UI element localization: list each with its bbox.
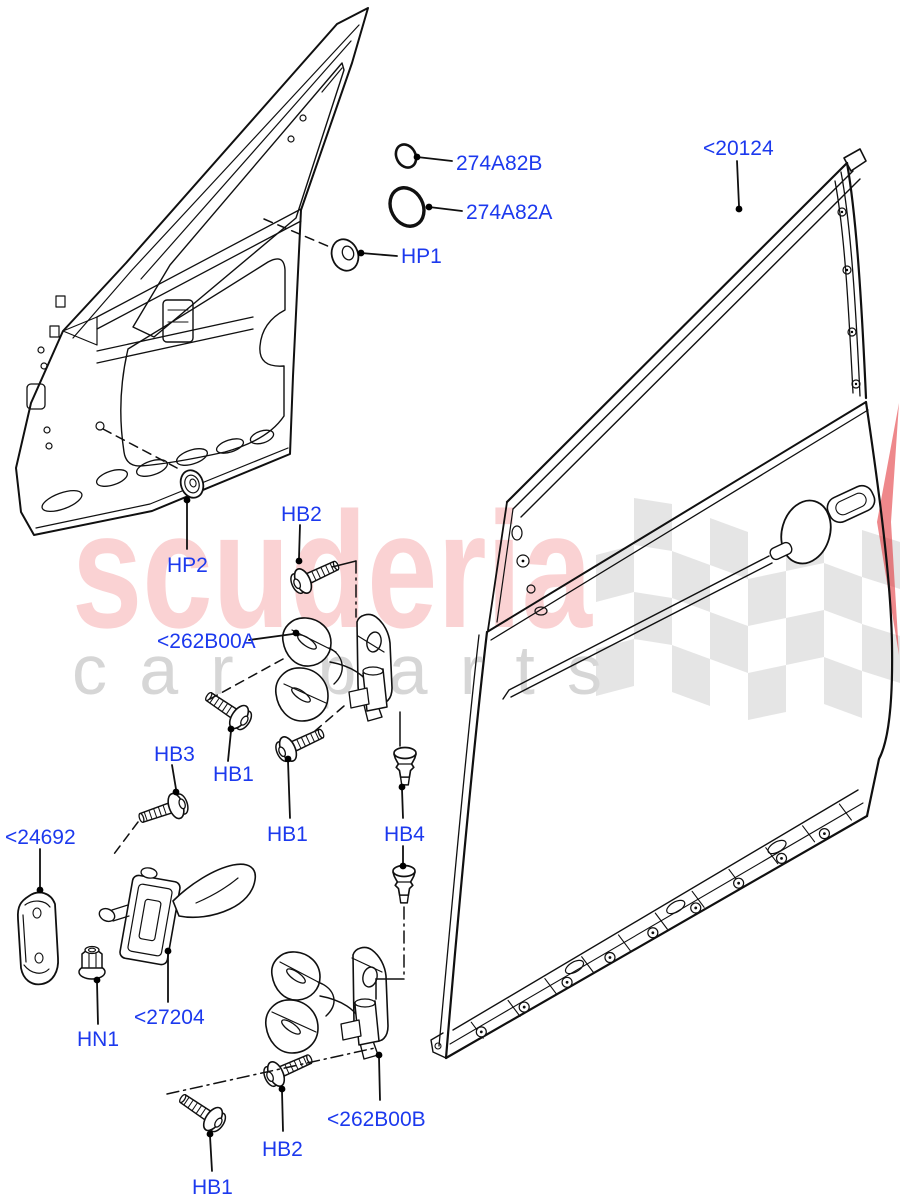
lower-hinge — [265, 946, 389, 1060]
label-hb1-lower[interactable]: HB1 — [192, 1176, 233, 1199]
label-hp2[interactable]: HP2 — [167, 554, 208, 577]
door-handle-grip — [826, 484, 876, 524]
label-hb4[interactable]: HB4 — [384, 823, 425, 846]
flag-red-streak — [877, 403, 899, 655]
label-20124[interactable]: <20124 — [703, 137, 774, 160]
small-o-ring — [394, 143, 418, 169]
grommet-hp2 — [179, 469, 205, 499]
watermark-subtitle-text: car parts — [72, 631, 602, 709]
labels: 274A82B 274A82A HP1 <20124 HP2 HB2 <262B… — [5, 137, 774, 1199]
label-262b00b[interactable]: <262B00B — [327, 1108, 426, 1131]
checkered-flag — [596, 498, 900, 720]
door-handle-recess — [780, 499, 832, 565]
parts — [16, 143, 426, 1138]
bolt-hb1-lower — [173, 1085, 231, 1138]
large-o-ring — [388, 186, 426, 228]
label-274a82a[interactable]: 274A82A — [466, 201, 552, 224]
sill-detail — [470, 803, 852, 1039]
nut-hn1 — [78, 945, 106, 980]
check-strap-pad — [16, 891, 59, 986]
label-hn1[interactable]: HN1 — [77, 1028, 119, 1051]
label-24692[interactable]: <24692 — [5, 826, 76, 849]
pin-hb4-lower — [392, 864, 416, 904]
pin-hb4-upper — [393, 746, 417, 786]
label-hb2-lower[interactable]: HB2 — [262, 1138, 303, 1161]
label-hb3[interactable]: HB3 — [154, 743, 195, 766]
door-inner-panel — [15, 7, 369, 536]
label-hb1-upper[interactable]: HB1 — [213, 763, 254, 786]
bolt-hb3 — [134, 789, 192, 832]
label-hb1-mid[interactable]: HB1 — [267, 823, 308, 846]
leader-lines — [36, 153, 743, 1172]
door-outer-panel — [430, 148, 894, 1060]
label-274a82b[interactable]: 274A82B — [456, 152, 542, 175]
watermark: scuderia car parts — [72, 478, 602, 709]
label-262b00a[interactable]: <262B00A — [157, 630, 256, 653]
construction-lines — [102, 218, 405, 1095]
label-hp1[interactable]: HP1 — [401, 245, 442, 268]
grommet-hp1 — [330, 238, 360, 272]
door-check-strap — [98, 863, 257, 966]
label-hb2-upper[interactable]: HB2 — [281, 503, 322, 526]
label-27204[interactable]: <27204 — [134, 1006, 205, 1029]
